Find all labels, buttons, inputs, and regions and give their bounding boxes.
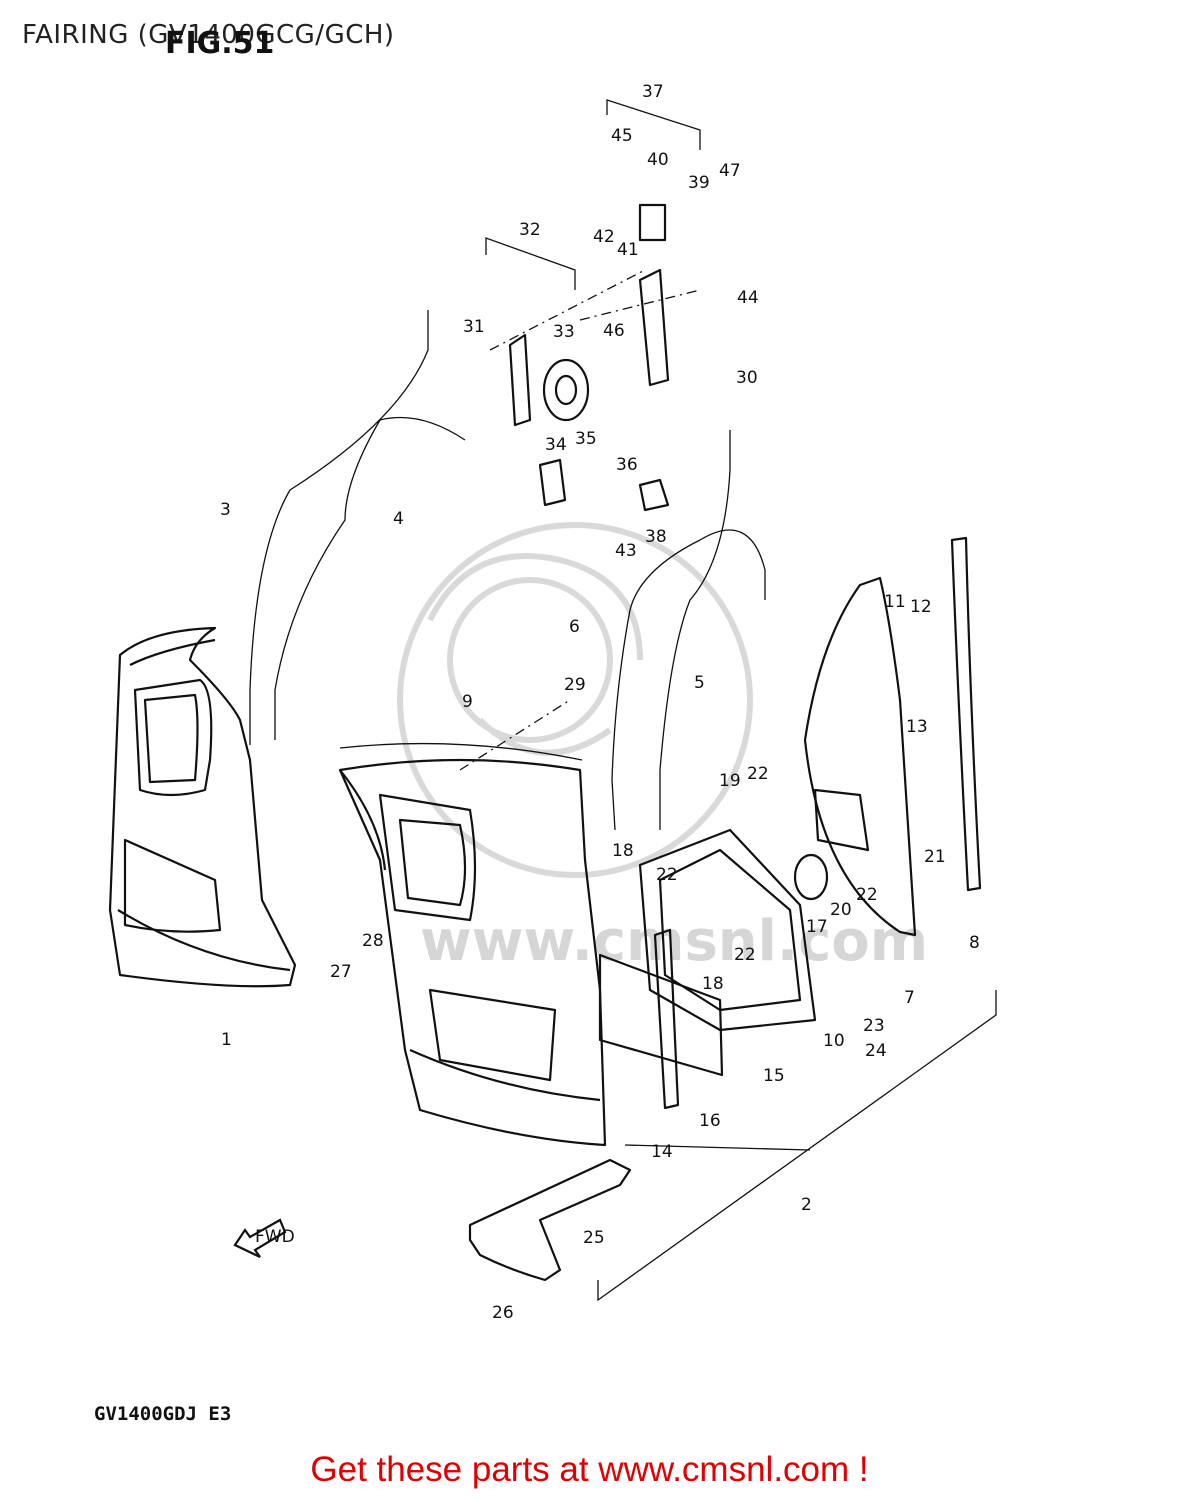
callout-19: 19 (719, 771, 741, 791)
inner-panels (598, 828, 817, 1110)
callout-41: 41 (617, 240, 639, 260)
callout-26: 26 (492, 1303, 514, 1323)
callout-34: 34 (545, 435, 567, 455)
callout-18-lower: 18 (702, 974, 724, 994)
callout-27: 27 (330, 962, 352, 982)
callout-29: 29 (564, 675, 586, 695)
callout-23: 23 (863, 1016, 885, 1036)
callout-32: 32 (519, 220, 541, 240)
callout-46: 46 (603, 321, 625, 341)
figure-label: FIG.51 (165, 26, 275, 61)
callout-40: 40 (647, 150, 669, 170)
callout-22-b: 22 (656, 865, 678, 885)
callout-39: 39 (688, 173, 710, 193)
callout-7: 7 (904, 988, 915, 1008)
callout-42: 42 (593, 227, 615, 247)
callout-17: 17 (806, 917, 828, 937)
callout-30: 30 (736, 368, 758, 388)
fairing-left-panel (108, 626, 297, 988)
watermark-text: www.cmsnl.com (420, 909, 928, 974)
fwd-label: FWD (255, 1227, 295, 1247)
callout-21: 21 (924, 847, 946, 867)
callout-5: 5 (694, 673, 705, 693)
cables (249, 310, 766, 831)
callout-22-a: 22 (747, 764, 769, 784)
callout-47: 47 (719, 161, 741, 181)
callout-28: 28 (362, 931, 384, 951)
callout-10: 10 (823, 1031, 845, 1051)
callout-8: 8 (969, 933, 980, 953)
watermark-logo: www.cmsnl.com (397, 522, 928, 974)
model-code: GV1400GDJ E3 (94, 1403, 232, 1425)
callout-16: 16 (699, 1111, 721, 1131)
callout-31: 31 (463, 317, 485, 337)
callout-20: 20 (830, 900, 852, 920)
callout-labels: 1 2 3 4 5 6 7 8 9 10 11 12 13 14 15 16 1… (220, 82, 980, 1323)
callout-33: 33 (553, 322, 575, 342)
callout-3: 3 (220, 500, 231, 520)
callout-11: 11 (884, 592, 906, 612)
callout-2: 2 (801, 1195, 812, 1215)
callout-1: 1 (221, 1030, 232, 1050)
trim-strip-8 (950, 536, 982, 892)
leader-lines (459, 99, 997, 1302)
callout-37: 37 (642, 82, 664, 102)
fairing-main-panel (338, 742, 607, 1147)
callout-44: 44 (737, 288, 759, 308)
callout-14: 14 (651, 1142, 673, 1162)
callout-6: 6 (569, 617, 580, 637)
side-panel-7 (803, 576, 917, 937)
callout-15: 15 (763, 1066, 785, 1086)
mirror-motor-assembly (508, 203, 829, 901)
callout-38: 38 (645, 527, 667, 547)
bracket-25 (468, 1158, 632, 1282)
page-title: FAIRING (GV1400GCG/GCH) (22, 20, 395, 50)
callout-13: 13 (906, 717, 928, 737)
callout-22-d: 22 (856, 885, 878, 905)
callout-4: 4 (393, 509, 404, 529)
callout-43: 43 (615, 541, 637, 561)
callout-35: 35 (575, 429, 597, 449)
callout-45: 45 (611, 126, 633, 146)
callout-24: 24 (865, 1041, 887, 1061)
cta-link[interactable]: Get these parts at www.cmsnl.com ! (310, 1450, 869, 1489)
callout-22-c: 22 (734, 945, 756, 965)
fwd-arrow-icon: FWD (233, 1218, 295, 1258)
callout-12: 12 (910, 597, 932, 617)
callout-18-upper: 18 (612, 841, 634, 861)
callout-25: 25 (583, 1228, 605, 1248)
callout-9: 9 (462, 692, 473, 712)
callout-36: 36 (616, 455, 638, 475)
